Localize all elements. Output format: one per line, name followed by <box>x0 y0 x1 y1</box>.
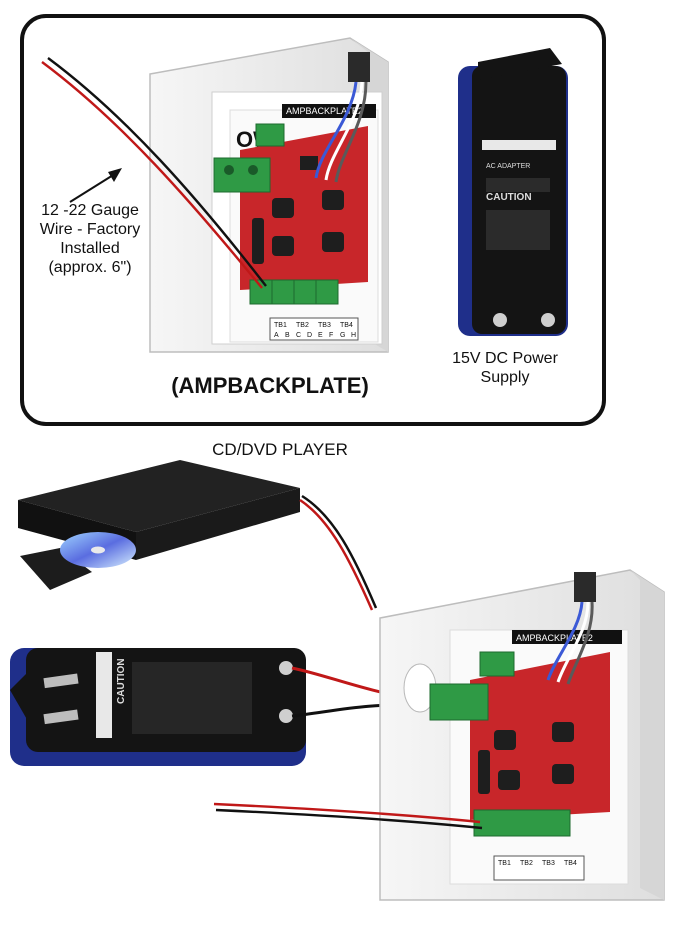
svg-text:B: B <box>285 332 290 339</box>
svg-text:TB2: TB2 <box>520 860 533 867</box>
factory-wire-black <box>47 57 267 287</box>
terminal-label-strip: TB1 TB2 TB3 TB4 A B C D E F G H <box>269 317 359 341</box>
cd-dvd-player-label: CD/DVD PLAYER <box>212 440 348 459</box>
svg-text:TB3: TB3 <box>318 322 331 329</box>
svg-text:A: A <box>274 332 279 339</box>
pcb-board <box>240 126 368 290</box>
power-supply-label: 15V DC Power Supply <box>440 350 570 388</box>
svg-text:C: C <box>296 332 301 339</box>
svg-text:TB4: TB4 <box>340 322 353 329</box>
player-cable-red <box>299 498 374 611</box>
power-supply-top: AC ADAPTER CAUTION <box>458 48 568 336</box>
arrow-icon <box>69 168 122 203</box>
board-model: AMPBACKPLATE2 <box>286 106 363 116</box>
wire-label-line-1: 12 -22 Gauge <box>41 202 139 219</box>
svg-text:TB1: TB1 <box>498 860 511 867</box>
model-banner <box>282 104 376 118</box>
factory-wire-red <box>41 61 263 289</box>
rj45-jack <box>348 52 370 82</box>
player-cable-black <box>301 494 378 609</box>
svg-text:E: E <box>318 332 323 339</box>
psu-label-line-1: 15V DC Power <box>452 350 558 367</box>
svg-text:CAUTION: CAUTION <box>486 192 532 203</box>
svg-text:AC ADAPTER: AC ADAPTER <box>486 163 530 170</box>
svg-text:F: F <box>329 332 333 339</box>
psu-label-line-2: Supply <box>480 368 530 386</box>
speaker-wire-red <box>213 802 481 824</box>
barcode-label <box>482 140 556 150</box>
wire-label-line-2: Wire - Factory <box>39 220 141 238</box>
speaker-wire-black <box>215 808 483 830</box>
svg-text:AMPBACKPLATE2: AMPBACKPLATE2 <box>516 633 593 643</box>
cd-dvd-player <box>18 460 300 590</box>
enclosure-bottom: AMPBACKPLATE2 TB1 TB2 TB3 TB4 <box>379 569 665 901</box>
svg-text:G: G <box>340 332 345 339</box>
enclosure-top: OW AMPBACKPLATE2 TB1 <box>149 37 389 353</box>
wire-gauge-label: 12 -22 Gauge Wire - Factory Installed (a… <box>30 202 150 278</box>
power-supply-bottom: CAUTION <box>10 648 306 766</box>
svg-text:TB2: TB2 <box>296 322 309 329</box>
barcode-label-bottom <box>96 652 112 738</box>
svg-text:D: D <box>307 332 312 339</box>
product-title: (AMPBACKPLATE) <box>171 373 369 398</box>
svg-text:CAUTION: CAUTION <box>116 658 127 704</box>
pcb-components <box>252 156 344 264</box>
svg-text:TB1: TB1 <box>274 322 287 329</box>
wire-label-line-3: Installed <box>60 239 120 257</box>
svg-text:TB3: TB3 <box>542 860 555 867</box>
svg-text:TB4: TB4 <box>564 860 577 867</box>
svg-text:H: H <box>351 332 356 339</box>
input-terminal-blocks <box>213 123 285 193</box>
wire-label-line-4: (approx. 6") <box>48 258 132 276</box>
